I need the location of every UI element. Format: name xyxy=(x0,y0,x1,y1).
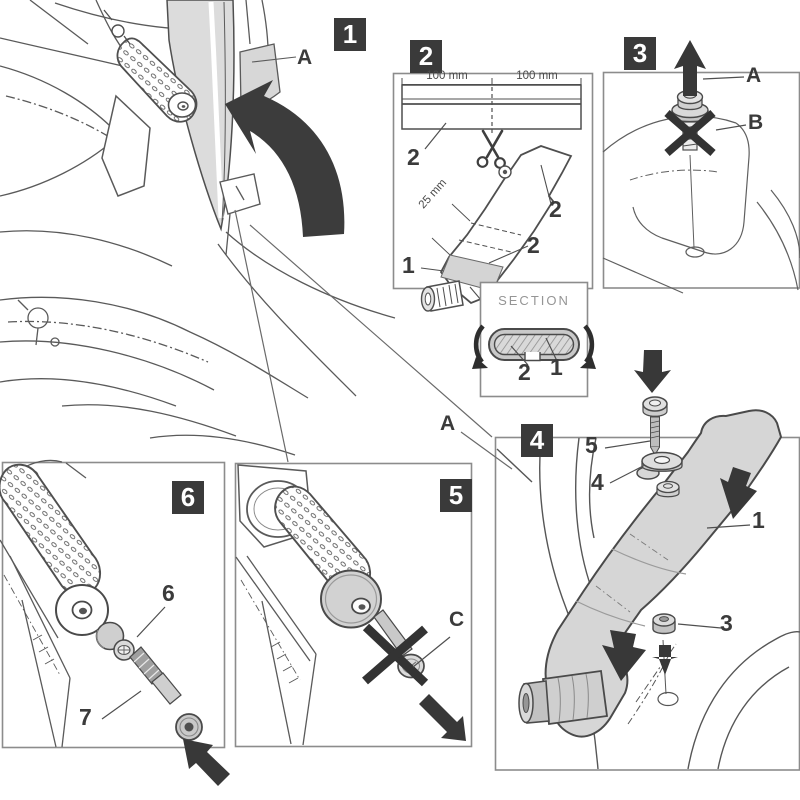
panel-4 xyxy=(460,350,800,771)
panel-1-footpeg xyxy=(103,9,198,123)
footpeg-mount-stub xyxy=(518,669,609,726)
section-2-label: 2 xyxy=(518,359,531,385)
rotate-arrow-icon xyxy=(225,80,345,237)
part-1-label: 1 xyxy=(402,252,415,278)
ref-a-label: A xyxy=(440,412,456,435)
seat-down-arrow-icon xyxy=(720,467,757,519)
step-6-badge: 6 xyxy=(172,481,204,514)
strip-2-label: 2 xyxy=(407,144,420,170)
washer-part-4 xyxy=(641,451,683,472)
step-1-badge: 1 xyxy=(334,18,366,51)
step-3-badge: 3 xyxy=(624,37,656,70)
section-title: SECTION xyxy=(498,293,570,308)
bolt-a-label: A xyxy=(746,64,762,87)
panel-3 xyxy=(602,40,800,294)
screw-part-5 xyxy=(642,396,668,457)
bracket-1-label: 1 xyxy=(752,507,765,533)
cross-out-icon xyxy=(362,623,429,687)
insert-down-arrow-icon xyxy=(634,350,671,393)
screw-part-7 xyxy=(129,646,203,741)
press-down-arrow-icon xyxy=(602,630,646,681)
cross-out-icon xyxy=(664,109,716,157)
callout-connector-lines xyxy=(234,209,493,463)
cover-a-label: A xyxy=(297,46,313,69)
panel-5 xyxy=(234,462,473,748)
panel-6 xyxy=(0,459,230,786)
wrap-around-arrow-icon xyxy=(472,324,596,369)
remove-up-arrow-icon xyxy=(674,40,706,96)
dim-100mm-right: 100 mm xyxy=(516,70,558,82)
install-arrow-icon xyxy=(183,739,230,786)
section-1-label: 1 xyxy=(550,354,563,380)
spring-b-label: B xyxy=(748,111,764,134)
washer-4-label: 4 xyxy=(591,469,604,495)
screw-7-label: 7 xyxy=(79,704,92,730)
part-2-band-label: 2 xyxy=(527,232,540,258)
hanger-bracket-part-1 xyxy=(544,409,783,738)
dim-100mm-left: 100 mm xyxy=(426,70,468,82)
section-view xyxy=(472,281,596,398)
screw-5-label: 5 xyxy=(585,432,598,458)
part-2-top-label: 2 xyxy=(549,196,562,222)
adapter-6-label: 6 xyxy=(162,580,175,606)
step-5-badge: 5 xyxy=(440,479,472,512)
adhesive-strip xyxy=(401,84,582,130)
panel-2 xyxy=(392,72,596,398)
small-down-arrow-icon xyxy=(652,645,678,675)
remove-arrow-icon xyxy=(419,694,466,741)
screw-c-label: C xyxy=(449,608,465,631)
nut-part-3 xyxy=(652,613,676,635)
adapter-part-6 xyxy=(95,621,135,661)
nut-3-label: 3 xyxy=(720,610,733,636)
step-4-badge: 4 xyxy=(521,424,553,457)
step-2-badge: 2 xyxy=(410,40,442,73)
nut-under-washer xyxy=(656,480,680,498)
scissors-icon xyxy=(476,129,506,169)
